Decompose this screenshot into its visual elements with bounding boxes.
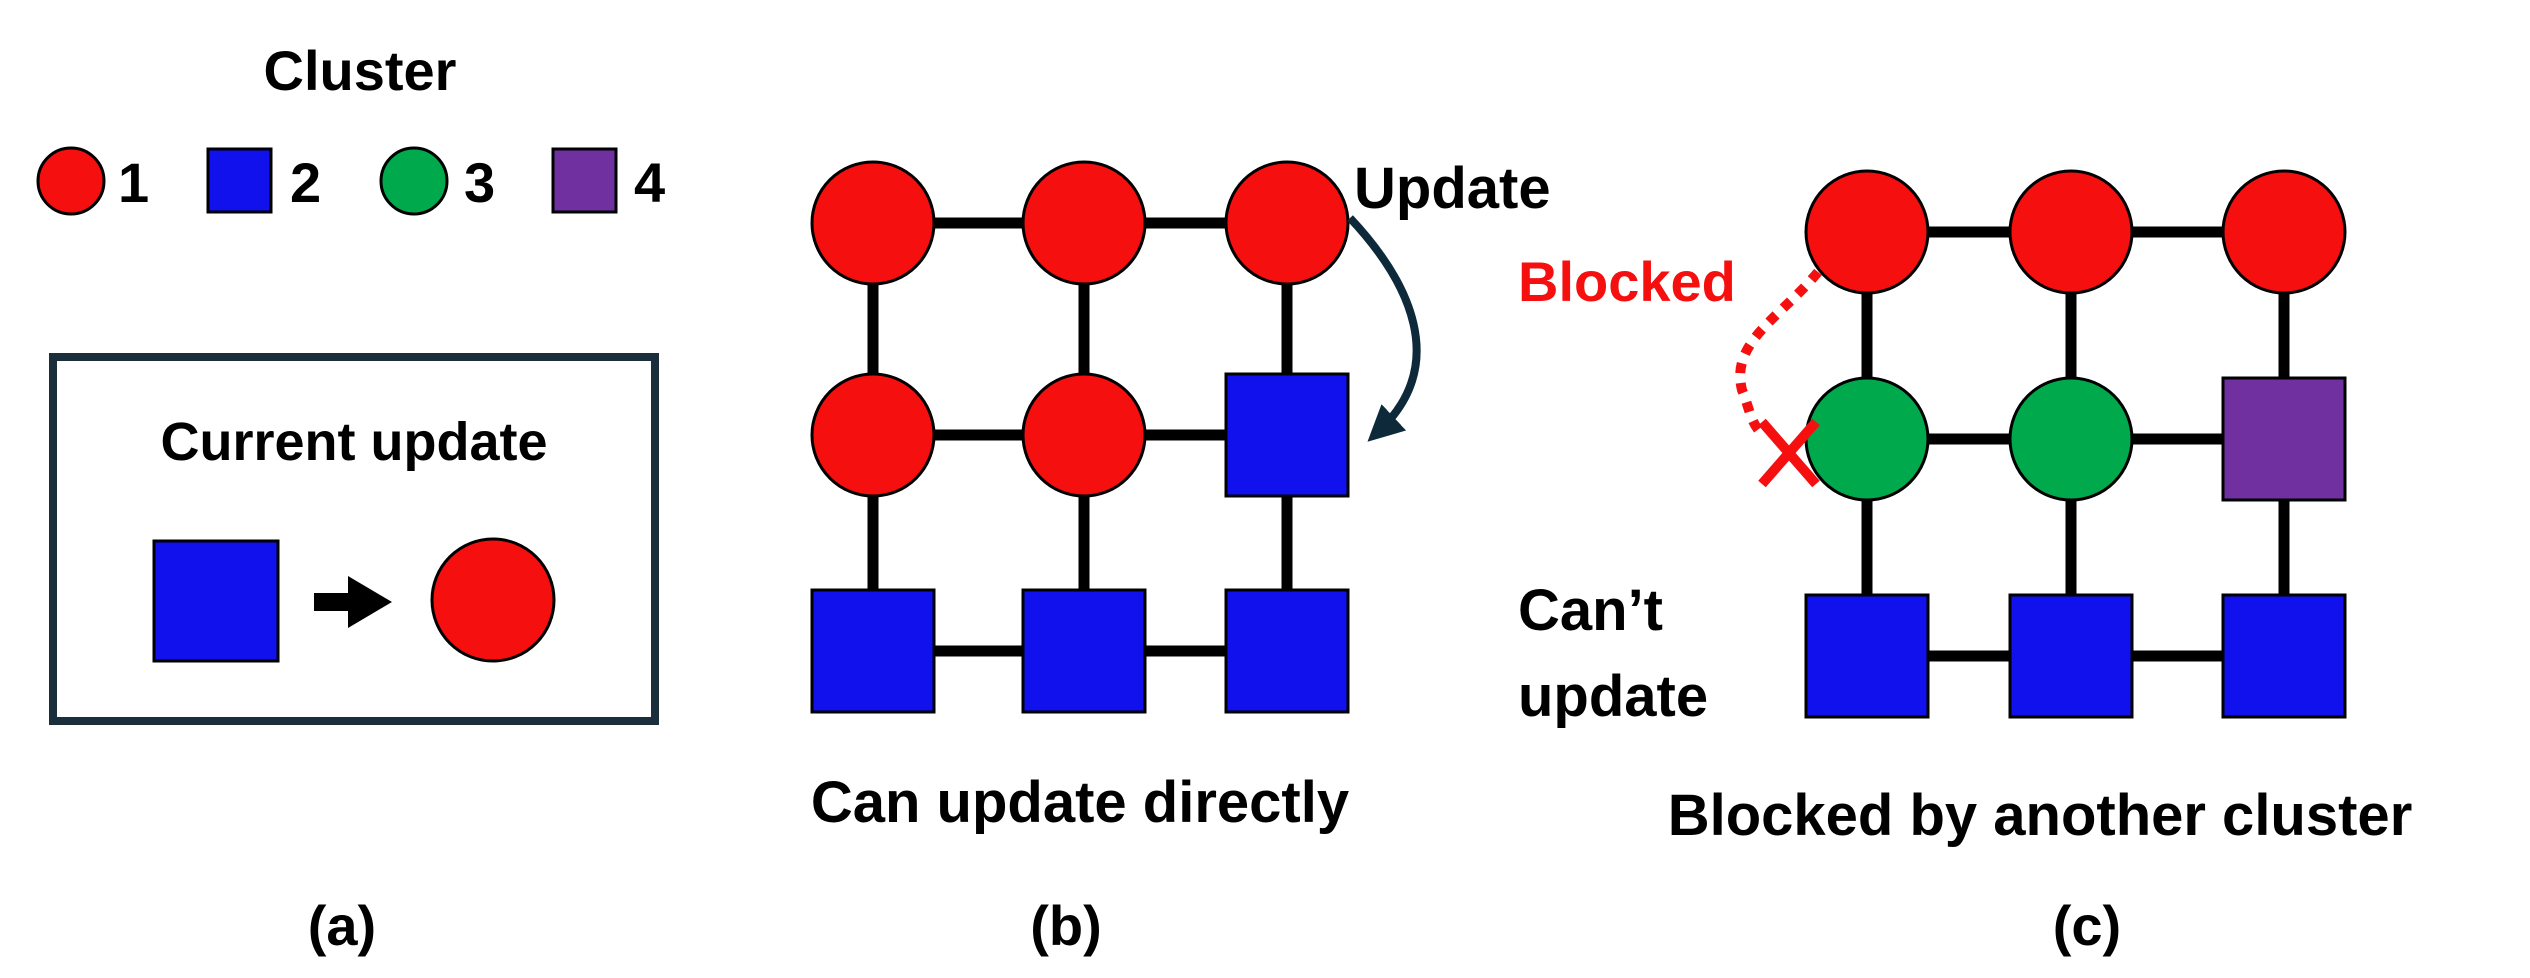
grid-node-circle	[1804, 169, 1930, 295]
grid-node-square	[2221, 593, 2347, 719]
grid-node-circle	[1224, 160, 1350, 286]
grid-node-square	[1224, 372, 1350, 498]
legend-label: 1	[118, 151, 149, 214]
legend-label: 4	[634, 151, 665, 214]
current-update-box: Current update	[49, 353, 659, 725]
grid-b	[810, 160, 1350, 714]
legend-label: 3	[464, 151, 495, 214]
grid-c	[1804, 169, 2347, 719]
grid-node-square	[810, 588, 936, 714]
legend-item-1: 1	[36, 146, 149, 216]
panel-b-caption: Can update directly	[811, 770, 1349, 835]
panel-c-label: (c)	[2053, 894, 2121, 957]
cant-update-line2: update	[1518, 664, 1708, 729]
legend-square-icon	[551, 147, 618, 214]
right-arrow-icon	[314, 576, 392, 628]
legend-circle-icon	[379, 146, 449, 216]
update-label: Update	[1354, 156, 1551, 221]
legend-square-icon	[206, 147, 273, 214]
grid-node-circle	[2008, 376, 2134, 502]
grid-node-square	[2008, 593, 2134, 719]
grid-node-circle	[1021, 160, 1147, 286]
update-arrow-icon	[1347, 215, 1421, 442]
blocked-label: Blocked	[1518, 250, 1736, 313]
grid-node-circle	[2221, 169, 2347, 295]
legend-item-3: 3	[379, 146, 495, 216]
panel-a-label: (a)	[308, 894, 376, 957]
current-update-title: Current update	[160, 412, 547, 472]
legend-title: Cluster	[264, 39, 457, 102]
grid-node-circle	[1021, 372, 1147, 498]
to-circle-icon	[430, 537, 556, 663]
grid-node-circle	[1804, 376, 1930, 502]
legend-item-4: 4	[551, 147, 665, 214]
grid-node-circle	[810, 372, 936, 498]
legend-item-2: 2	[206, 147, 321, 214]
blocked-path-icon	[1735, 268, 1822, 436]
grid-node-circle	[2008, 169, 2134, 295]
blocked-x-icon	[1758, 418, 1820, 488]
from-square-icon	[152, 539, 280, 663]
grid-node-circle	[810, 160, 936, 286]
grid-node-square	[1021, 588, 1147, 714]
cant-update-line1: Can’t	[1518, 578, 1663, 643]
legend-label: 2	[290, 151, 321, 214]
grid-node-square	[1224, 588, 1350, 714]
legend-circle-icon	[36, 146, 106, 216]
grid-node-square	[1804, 593, 1930, 719]
grid-node-square	[2221, 376, 2347, 502]
panel-c-caption: Blocked by another cluster	[1668, 783, 2413, 848]
panel-b-label: (b)	[1030, 894, 1102, 957]
